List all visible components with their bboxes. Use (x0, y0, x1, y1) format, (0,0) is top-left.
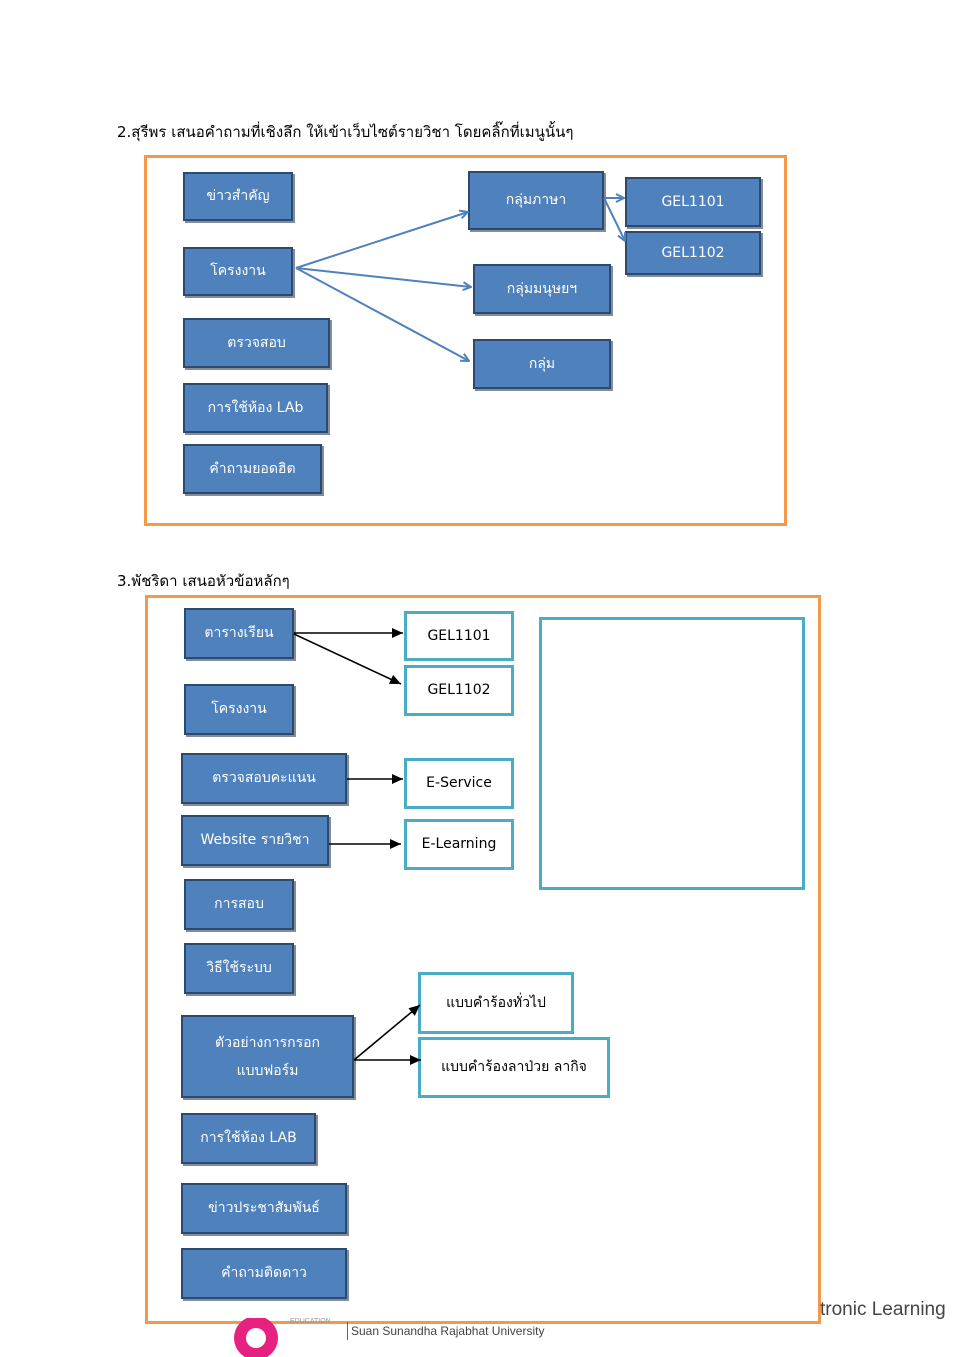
s2-group-language[interactable]: กลุ่มภาษา (468, 171, 604, 230)
footer-logo-word: EDUCATION (290, 1318, 331, 1325)
s3-menu-form-examples[interactable]: ตัวอย่างการกรอก แบบฟอร์ม (181, 1015, 354, 1098)
section3-heading: 3.พัชริดา เสนอหัวข้อหลักๆ (117, 572, 290, 590)
s3-menu-project[interactable]: โครงงาน (184, 684, 294, 735)
s3-menu-exam[interactable]: การสอบ (184, 879, 294, 930)
s3-target-gel1102[interactable]: GEL1102 (404, 665, 514, 716)
s2-group-other[interactable]: กลุ่ม (473, 339, 611, 389)
footer-divider (347, 1322, 348, 1340)
s3-menu-course-website[interactable]: Website รายวิชา (181, 815, 329, 866)
s3-menu-how-to-use[interactable]: วิธีใช้ระบบ (184, 943, 294, 994)
s3-target-e-learning[interactable]: E-Learning (404, 819, 514, 870)
s3-menu-starred-questions[interactable]: คำถามติดดาว (181, 1248, 347, 1299)
s2-group-humanities[interactable]: กลุ่มมนุษยฯ (473, 264, 611, 314)
s3-menu-check-scores[interactable]: ตรวจสอบคะแนน (181, 753, 347, 804)
s2-course-gel1102[interactable]: GEL1102 (625, 231, 761, 275)
section3-frame (145, 595, 821, 1324)
s3-menu-timetable[interactable]: ตารางเรียน (184, 608, 294, 659)
section2-heading: 2.สุรีพร เสนอคำถามที่เชิงลึก ให้เข้าเว็บ… (117, 123, 574, 141)
s2-course-gel1101[interactable]: GEL1101 (625, 177, 761, 227)
s3-menu-lab-usage[interactable]: การใช้ห้อง LAB (181, 1113, 316, 1164)
university-logo-icon (234, 1318, 278, 1357)
s2-menu-check[interactable]: ตรวจสอบ (183, 318, 330, 368)
s3-target-gel1101[interactable]: GEL1101 (404, 611, 514, 661)
s3-target-general-petition[interactable]: แบบคำร้องทั่วไป (418, 972, 574, 1034)
s2-menu-important-news[interactable]: ข่าวสำคัญ (183, 172, 293, 221)
s3-menu-announcements[interactable]: ข่าวประชาสัมพันธ์ (181, 1183, 347, 1234)
s3-target-leave-petition[interactable]: แบบคำร้องลาป่วย ลากิจ (418, 1037, 610, 1098)
s2-menu-lab-usage[interactable]: การใช้ห้อง LAb (183, 383, 328, 433)
s2-menu-project[interactable]: โครงงาน (183, 247, 293, 296)
section2-frame (144, 155, 787, 526)
footer-elearning-text: tronic Learning (820, 1299, 946, 1320)
s3-target-e-service[interactable]: E-Service (404, 758, 514, 809)
empty-content-panel (539, 617, 805, 890)
s2-menu-hot-questions[interactable]: คำถามยอดฮิต (183, 444, 322, 494)
footer-university-name: Suan Sunandha Rajabhat University (351, 1324, 545, 1338)
